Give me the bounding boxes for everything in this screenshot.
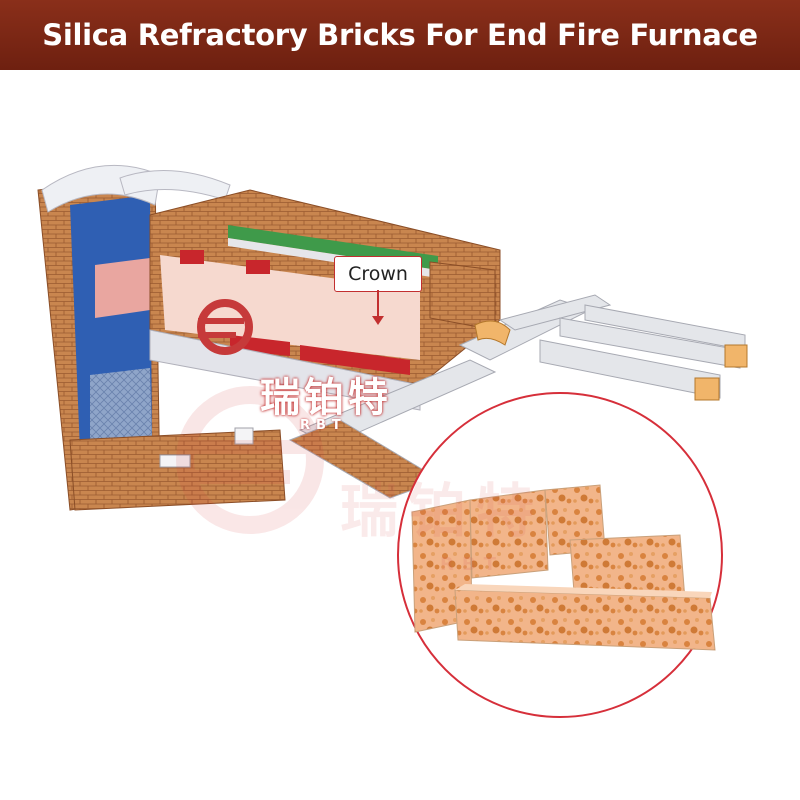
distribution-channels xyxy=(288,294,746,499)
callout-arrow-icon xyxy=(372,316,384,325)
watermark-text: 瑞铂特 xyxy=(340,477,545,545)
crown-callout-label: Crown xyxy=(348,263,408,285)
title-banner: Silica Refractory Bricks For End Fire Fu… xyxy=(0,0,800,70)
throat xyxy=(474,320,511,346)
furnace-cutaway-drawing xyxy=(37,164,748,718)
logo-mark xyxy=(197,299,253,355)
crown-callout: Crown xyxy=(334,256,422,292)
logo-text: 瑞铂特 xyxy=(260,375,392,421)
watermark-mark xyxy=(176,386,324,534)
furnace-illustration: 瑞铂特 RBT 瑞铂特 RBT Crown xyxy=(0,70,800,800)
port-opening xyxy=(234,427,254,445)
port-opening xyxy=(159,454,191,468)
end-wall xyxy=(429,261,496,331)
banner-title: Silica Refractory Bricks For End Fire Fu… xyxy=(42,18,758,52)
logo-subtext: RBT xyxy=(300,418,347,433)
silica-brick-inset xyxy=(397,392,723,718)
watermark-subtext: RBT xyxy=(440,554,504,575)
channel-forehearths xyxy=(694,344,748,401)
furnace-base xyxy=(69,429,286,511)
callout-leader-line xyxy=(377,290,379,318)
brand-logo: 瑞铂特 xyxy=(190,368,420,428)
regenerator-tower xyxy=(37,164,231,511)
